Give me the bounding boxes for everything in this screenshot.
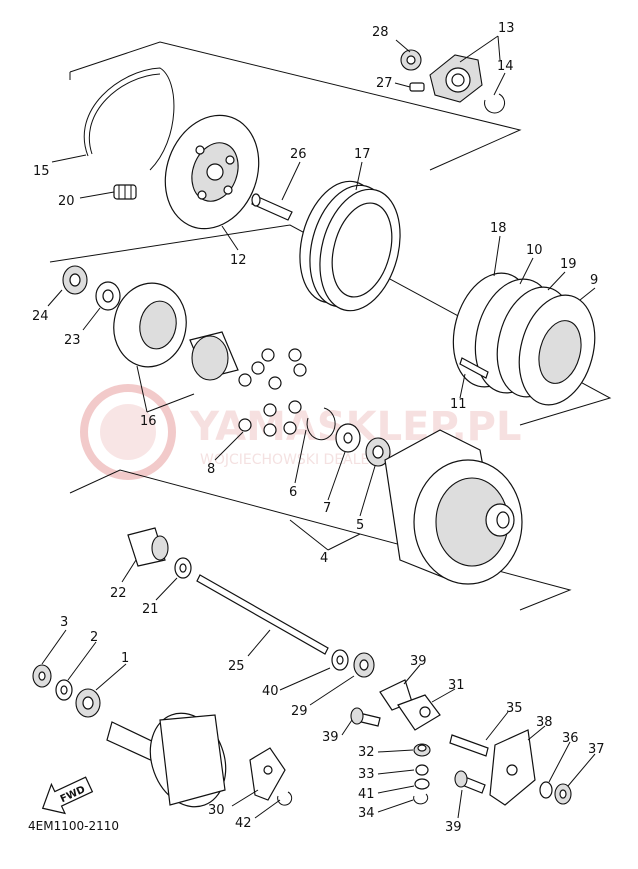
label-part-10: 10 — [526, 243, 543, 258]
part-42-washer — [414, 778, 430, 790]
part-33-washer — [415, 764, 429, 776]
label-part-3: 3 — [60, 615, 68, 630]
part-30-lever — [249, 747, 286, 801]
part-36-washer — [539, 781, 553, 799]
label-part-27: 27 — [376, 76, 393, 91]
part-3-nut — [32, 664, 52, 688]
part-1-bearing — [75, 688, 101, 718]
assembly-outlines — [49, 41, 612, 611]
label-part-6: 6 — [289, 485, 297, 500]
label-part-13: 13 — [498, 21, 515, 36]
part-27-bolt — [409, 82, 425, 92]
label-part-43: 42 — [235, 816, 252, 831]
label-part-22: 22 — [110, 586, 127, 601]
label-part-23: 23 — [64, 333, 81, 348]
part-13-housing — [429, 54, 483, 103]
label-part-38: 38 — [536, 715, 553, 730]
part-24-washer — [62, 265, 88, 295]
watermark-logo — [80, 384, 176, 480]
label-part-24: 24 — [32, 309, 49, 324]
part-43-circlip — [277, 791, 293, 806]
label-part-26: 26 — [290, 147, 307, 162]
label-part-8: 8 — [207, 462, 215, 477]
label-part-31: 31 — [448, 678, 465, 693]
part-9-pressure-plate — [518, 294, 596, 406]
label-part-32: 32 — [358, 745, 375, 760]
label-part-4: 4 — [320, 551, 328, 566]
label-part-2: 2 — [90, 630, 98, 645]
part-21-washer — [174, 557, 192, 579]
diagram-code: 4EM1100-2110 — [28, 819, 119, 833]
part-31-push-lever — [397, 694, 441, 731]
fwd-arrow: FWD — [41, 776, 94, 815]
part-34-clip — [413, 793, 429, 805]
label-part-14: 14 — [497, 59, 514, 74]
label-part-21: 21 — [142, 602, 159, 617]
label-part-28: 28 — [372, 25, 389, 40]
label-part-19: 19 — [560, 257, 577, 272]
label-part-15: 15 — [33, 164, 50, 179]
part-26-push-rod — [251, 193, 293, 221]
part-7-washer — [335, 423, 361, 453]
label-part-34: 34 — [358, 806, 375, 821]
label-part-16: 16 — [140, 414, 157, 429]
label-part-35: 35 — [506, 701, 523, 716]
part-39-bolt-lower — [454, 770, 486, 794]
part-6-circlip — [306, 407, 336, 441]
label-part-11: 11 — [450, 397, 467, 412]
part-16-clutch-boss — [113, 282, 239, 381]
part-22-sleeve — [127, 527, 169, 567]
part-4-clutch-housing — [384, 429, 523, 585]
part-39-bolt-upper — [350, 707, 381, 727]
part-37-nut — [554, 783, 572, 805]
balls-group — [238, 348, 307, 437]
part-41-washer — [331, 649, 349, 671]
label-part-42: 41 — [358, 787, 375, 802]
part-14-circlip — [484, 93, 506, 114]
label-part-1: 1 — [121, 651, 129, 666]
part-12-pressure-plate — [164, 114, 260, 230]
label-part-37: 37 — [588, 742, 605, 757]
label-part-18: 18 — [490, 221, 507, 236]
part-17-friction-plates — [299, 180, 401, 312]
label-part-39-upper: 39 — [322, 730, 339, 745]
label-part-25: 25 — [228, 659, 245, 674]
crank-gear-assembly — [106, 712, 227, 808]
leader-lines — [41, 35, 596, 819]
part-32-seal — [413, 743, 431, 757]
label-part-33: 33 — [358, 767, 375, 782]
part-labels: 28 13 27 14 15 20 26 17 12 18 10 19 9 11… — [32, 21, 605, 835]
part-15-circlip — [83, 67, 175, 171]
part-5-washer — [365, 437, 391, 467]
label-part-40: 39 — [410, 654, 427, 669]
part-2-washer — [55, 679, 73, 701]
part-35-bolt — [449, 734, 489, 757]
label-part-9: 9 — [590, 273, 598, 288]
label-part-29: 29 — [291, 704, 308, 719]
label-part-39-lower: 39 — [445, 820, 462, 835]
label-part-30: 30 — [208, 803, 225, 818]
part-11-bolt — [459, 357, 489, 379]
part-23-lock-washer — [95, 281, 121, 311]
label-part-20: 20 — [58, 194, 75, 209]
label-part-41: 40 — [262, 684, 279, 699]
part-38-bracket — [489, 729, 536, 806]
part-25-shaft — [196, 574, 329, 655]
label-part-7: 7 — [323, 501, 331, 516]
label-part-17: 17 — [354, 147, 371, 162]
part-20-spring — [113, 184, 137, 200]
label-part-36: 36 — [562, 731, 579, 746]
part-29-nut — [353, 652, 375, 678]
part-28-washer — [400, 49, 422, 71]
label-part-5: 5 — [356, 518, 364, 533]
label-part-12: 12 — [230, 253, 247, 268]
